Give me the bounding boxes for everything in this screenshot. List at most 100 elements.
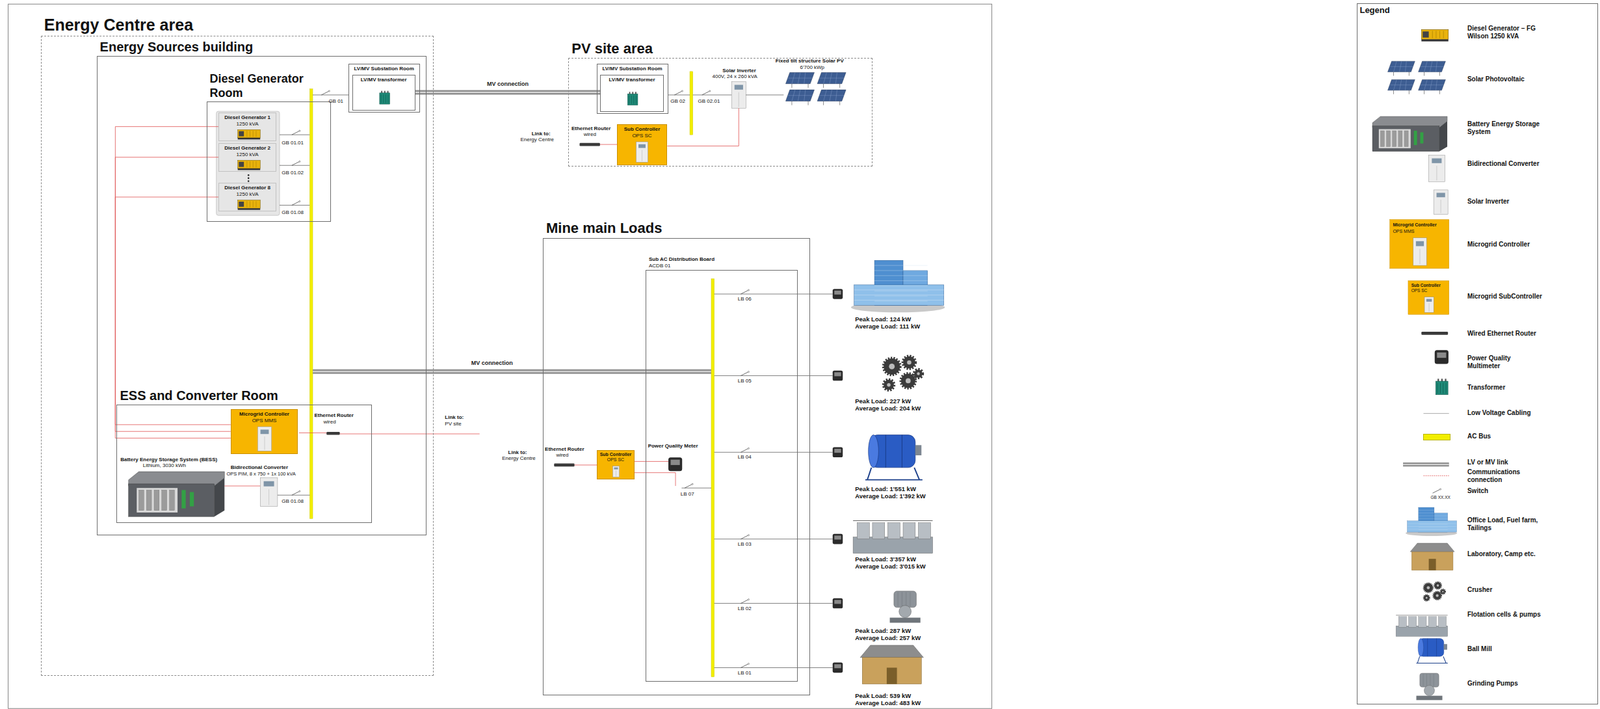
solar-panel-icon [1388,61,1416,76]
window-row [874,280,928,281]
legend-communication-sample [1423,475,1449,476]
panel-leg [1423,90,1425,95]
bess-opening [1378,129,1411,149]
legend-swatch [1423,433,1450,441]
panel-leg [808,83,809,88]
panel-face [817,89,846,101]
mv-link [312,369,427,374]
bess-body [1372,126,1440,152]
heading-holder: Sub AC Distribution BoardACDB 01 [646,256,715,271]
pump-fin [1426,673,1428,686]
battery-storage-icon [1372,116,1448,152]
pump-fin [897,591,899,606]
annotation: Energy Centre [501,455,536,462]
generator-radiator [238,131,244,137]
switch-blade [740,448,748,452]
battery-rack [1398,130,1403,147]
generator-body [237,129,261,138]
legend-entry: Microgrid Controller [1467,240,1545,249]
load-value: Average Load: 483 kW [854,698,921,707]
mill-leg [914,467,920,480]
panel-grid [1420,66,1444,67]
load-value: Average Load: 3'015 kW [854,562,926,570]
generator-vent [1435,30,1437,38]
cabinet-body [731,81,746,109]
shed-door [1429,558,1437,571]
cabinet-screen [638,144,646,149]
panel-grid [1420,84,1444,86]
legend-entry: Laboratory, Camp etc. [1467,550,1545,558]
switch-blade [684,484,692,488]
window-row [854,294,945,296]
ellipsis-dot [247,180,250,183]
annotation: OPS SC [1411,288,1428,294]
legend-entry: Battery Energy Storage System [1467,120,1545,136]
text-holder: LV/MV transformer [353,75,415,85]
box-label: LV/MV transformer [609,76,656,84]
panel-leg [839,83,840,88]
annotation: GB 02.01 [698,98,721,105]
gear-hub [1426,585,1430,590]
area-heading: ACDB 01 [648,262,671,270]
annotation: Ethernet Router [544,445,584,453]
text-holder: LV/MV Substation Room [349,64,420,74]
legend-entry: Ball Mill [1467,644,1545,653]
annotation: LB 05 [737,377,752,385]
gear [901,373,916,388]
legend-entry: Microgrid SubController [1467,292,1545,301]
communication-line [340,433,480,435]
transformer-tank [1435,380,1448,395]
mill-base [865,479,923,481]
switch-contact [328,90,330,92]
gear [1433,591,1442,600]
annotation: GB 01.08 [281,498,304,505]
ac-bus [689,71,694,135]
panel-grid [819,94,844,96]
cabinet-body [1424,297,1434,313]
generator-vent [246,130,248,137]
solar-panel-icon [1388,79,1416,94]
battery-rack [1392,130,1397,147]
meter-body [832,446,844,458]
room-box: LV/MV transformerLV/MV Substation Room [348,63,420,113]
window-row [874,285,928,287]
flotation-tank [1408,616,1417,627]
text-holder: Microgrid ControllerOPS MMS [231,409,298,426]
communication-line [224,485,261,487]
annotation: wired [323,418,337,426]
switch-contact [709,90,711,92]
cabinet-door [738,92,740,107]
communication-line [115,126,231,425]
meter-screen [834,371,841,376]
battery-rack [1386,130,1391,147]
solar-panel-icon [786,89,815,106]
window-row [874,275,928,276]
crusher-icon [883,356,923,391]
area-region: LV/MV transformerLV/MV Substation RoomSu… [568,57,873,166]
cabinet-body [260,477,278,507]
pump-volute [899,605,912,618]
load-value: Peak Load: 227 kW [854,397,911,405]
window-row [874,265,928,266]
cabinet-screen [734,84,744,90]
diesel-generator-icon [237,129,261,140]
transformer-fin [385,94,387,103]
lv-cable [714,667,833,668]
gear-hub [905,378,911,384]
flotation-base [852,537,933,554]
switch-contact [747,447,749,449]
annotation: Sub Controller [1411,282,1441,289]
mill-leg [867,467,872,480]
window-row [874,290,928,292]
generator-vent [252,130,254,137]
lv-cable [279,165,310,166]
switch-blade [291,161,300,166]
switch-blade [740,371,748,376]
mv-link-highlight [646,370,712,372]
room-box: Diesel Generator 11250 kVADiesel Generat… [206,101,331,222]
lv-cable [277,494,310,496]
mill-motor [915,444,922,456]
